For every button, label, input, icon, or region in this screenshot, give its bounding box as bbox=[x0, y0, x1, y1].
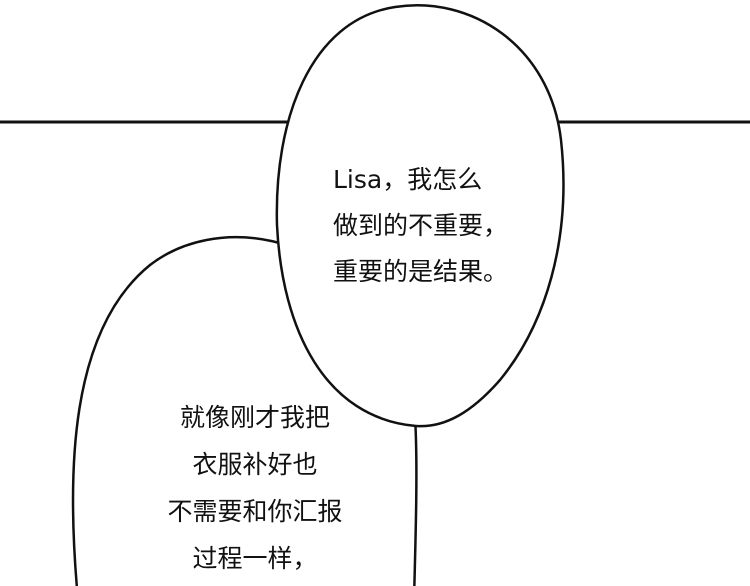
speech-bubble-top bbox=[275, 4, 565, 428]
speech-line: 过程一样， bbox=[192, 544, 318, 573]
speech-text-bottom: 就像刚才我把 衣服补好也 不需要和你汇报 过程一样， bbox=[130, 394, 380, 582]
speech-line: Lisa，我怎么 bbox=[333, 165, 483, 194]
speech-line: 重要的是结果。 bbox=[333, 257, 509, 286]
speech-line: 做到的不重要， bbox=[333, 211, 509, 240]
speech-line: 就像刚才我把 bbox=[179, 403, 330, 432]
speech-line: 衣服补好也 bbox=[192, 450, 318, 479]
speech-text-top: Lisa，我怎么 做到的不重要， 重要的是结果。 bbox=[333, 157, 508, 295]
speech-line: 不需要和你汇报 bbox=[167, 497, 343, 526]
